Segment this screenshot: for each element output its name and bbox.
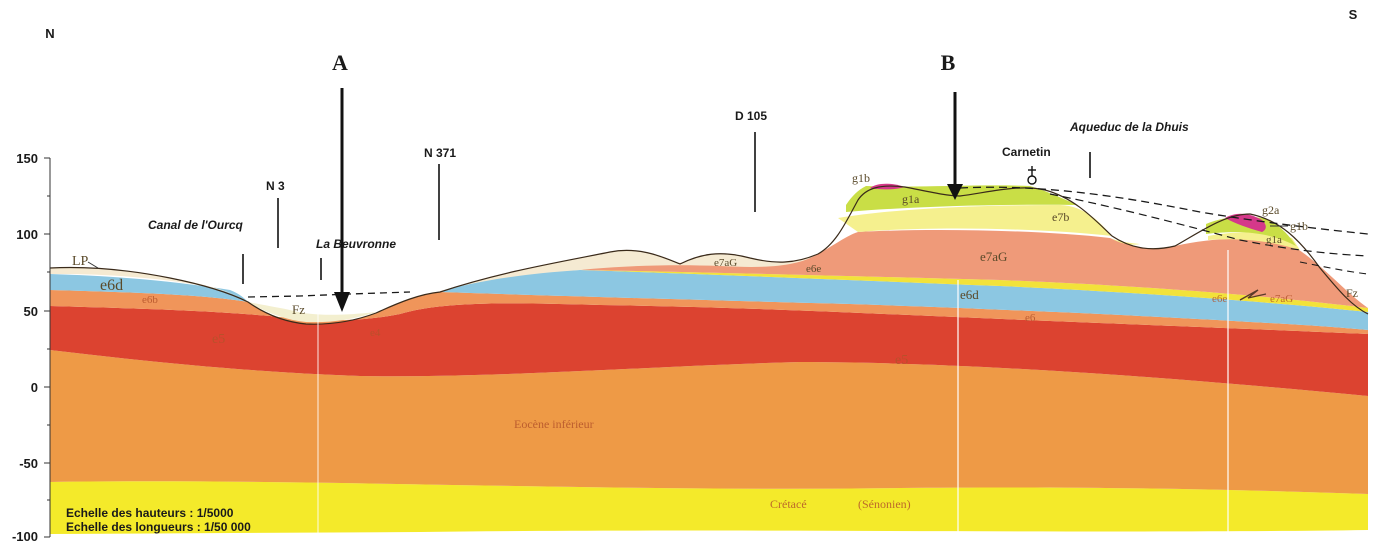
label-n371: N 371 bbox=[424, 146, 456, 160]
church-icon bbox=[1028, 166, 1036, 184]
unit-e6-mid: e6 bbox=[1025, 312, 1036, 324]
section-marker-a: A bbox=[332, 50, 348, 75]
unit-e6d-left: e6d bbox=[100, 277, 123, 294]
scale-lengths: Echelle des longueurs : 1/50 000 bbox=[66, 520, 251, 534]
arrow-a-head bbox=[334, 292, 350, 312]
label-aqueduc-dhuis: Aqueduc de la Dhuis bbox=[1069, 120, 1189, 134]
axis-ticks bbox=[44, 158, 50, 537]
water-table-line bbox=[248, 292, 410, 297]
unit-g1b-right: g1b bbox=[1290, 219, 1308, 233]
unit-fz-right: Fz bbox=[1346, 286, 1358, 300]
axis-tick-50: 50 bbox=[24, 304, 38, 319]
axis-tick-minus-50: -50 bbox=[19, 456, 38, 471]
south-label: S bbox=[1349, 7, 1358, 22]
label-n3: N 3 bbox=[266, 179, 285, 193]
axis-tick-minus-100: -100 bbox=[12, 529, 38, 543]
axis-tick-100: 100 bbox=[16, 227, 38, 242]
unit-e7b-mid: e7b bbox=[1052, 210, 1069, 224]
label-canal-ourcq: Canal de l'Ourcq bbox=[148, 218, 244, 232]
label-beuvronne: La Beuvronne bbox=[316, 237, 396, 251]
unit-e5-left: e5 bbox=[212, 332, 225, 347]
axis-tick-150: 150 bbox=[16, 151, 38, 166]
unit-e7ag-mid: e7aG bbox=[980, 249, 1007, 264]
unit-lp: LP bbox=[72, 254, 89, 269]
unit-e6d-mid: e6d bbox=[960, 287, 979, 302]
unit-senonien: (Sénonien) bbox=[858, 497, 911, 511]
unit-lp-leader bbox=[88, 262, 98, 268]
unit-e7ag-right: e7aG bbox=[1270, 293, 1293, 305]
unit-e6e-right: e6e bbox=[1212, 293, 1227, 305]
unit-e7ag-top: e7aG bbox=[714, 257, 737, 269]
north-label: N bbox=[45, 26, 54, 41]
unit-e6b-left: e6b bbox=[142, 294, 158, 306]
label-d105: D 105 bbox=[735, 109, 767, 123]
unit-e6e-top: e6e bbox=[806, 263, 821, 275]
unit-cretace: Crétacé bbox=[770, 497, 807, 511]
unit-g2a-right: g2a bbox=[1262, 203, 1280, 217]
unit-fz-left: Fz bbox=[292, 302, 305, 317]
unit-eocene-inferieur: Eocène inférieur bbox=[514, 417, 594, 431]
axis-tick-0: 0 bbox=[31, 380, 38, 395]
unit-e4-left: e4 bbox=[370, 327, 381, 339]
unit-e5-mid: e5 bbox=[895, 353, 908, 368]
unit-g1b-left: g1b bbox=[852, 171, 870, 185]
unit-g1a-right: g1a bbox=[1266, 234, 1282, 246]
scale-heights: Echelle des hauteurs : 1/5000 bbox=[66, 506, 234, 520]
unit-g1a-left: g1a bbox=[902, 192, 920, 206]
section-marker-b: B bbox=[941, 50, 956, 75]
label-carnetin: Carnetin bbox=[1002, 145, 1051, 159]
